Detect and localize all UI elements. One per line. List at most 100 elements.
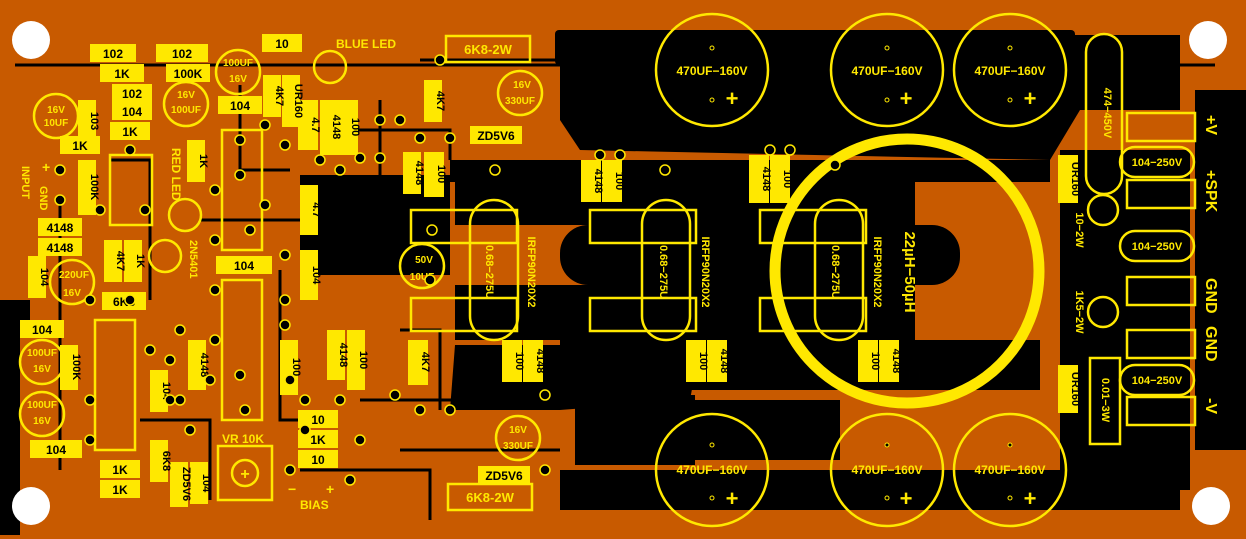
via-pad bbox=[174, 324, 186, 336]
vr-label: VR 10K bbox=[222, 432, 264, 446]
via-pad bbox=[209, 334, 221, 346]
via-pad bbox=[54, 164, 66, 176]
ic-lower bbox=[93, 318, 137, 452]
c10uf-left-v: 16V bbox=[47, 105, 65, 116]
r-103-label: 103 bbox=[88, 112, 100, 130]
via-pad bbox=[299, 424, 311, 436]
via-pad bbox=[594, 149, 606, 161]
mosfet-footprints bbox=[409, 198, 868, 342]
via-pad bbox=[84, 294, 96, 306]
r-6k8-2w-top-label: 6K8-2W bbox=[464, 42, 512, 57]
ur160-c-label: UR160 bbox=[1069, 372, 1081, 406]
r-4k7-a-label: 4K7 bbox=[114, 251, 126, 271]
via-pad bbox=[84, 394, 96, 406]
svg-text:+: + bbox=[1024, 86, 1037, 111]
via-pad bbox=[209, 234, 221, 246]
ur160-b-label: UR160 bbox=[1069, 162, 1081, 196]
r-4r7-b-label: 4.7 bbox=[310, 202, 322, 217]
c10uf-mid-v: 50V bbox=[415, 255, 433, 266]
ic-right bbox=[220, 278, 264, 422]
inductor-label: 22µH−50µH bbox=[901, 231, 918, 312]
q2-label: IRFP90N20X2 bbox=[699, 237, 711, 308]
via-pad bbox=[426, 224, 438, 236]
power-section bbox=[1084, 32, 1197, 446]
input-plus-label: + bbox=[42, 159, 50, 175]
r1k5-2w-label: 1K5−2W bbox=[1073, 290, 1085, 334]
c-104-d-label: 104 bbox=[32, 323, 52, 337]
c104-250-a bbox=[1118, 145, 1196, 179]
conn-plus-v: +V bbox=[1202, 115, 1219, 135]
c-104-e-label: 104 bbox=[46, 443, 66, 457]
d-4148-c-label: 4148 bbox=[330, 115, 342, 139]
conn-plus-spk: +SPK bbox=[1202, 170, 1219, 213]
svg-text:+: + bbox=[900, 86, 913, 111]
via-pad bbox=[164, 354, 176, 366]
bulk-cap-polarity: +++ +++ bbox=[726, 86, 1037, 511]
terminal-plus-v bbox=[1125, 111, 1197, 143]
q2-res-gate-label: 100 bbox=[781, 170, 793, 188]
vr-10k-knob bbox=[230, 458, 260, 488]
via-pad bbox=[784, 144, 796, 156]
bulk-capacitors bbox=[654, 12, 1068, 528]
via-pad bbox=[764, 144, 776, 156]
via-pad bbox=[354, 434, 366, 446]
inductor-ring bbox=[769, 133, 1045, 409]
c100uf-top bbox=[214, 48, 262, 96]
r-100k-c-label: 100K bbox=[70, 354, 82, 380]
q3-body bbox=[813, 198, 865, 342]
via-pad bbox=[259, 199, 271, 211]
via-pad bbox=[234, 134, 246, 146]
q3-top-pad bbox=[758, 208, 868, 245]
via-pad bbox=[84, 434, 96, 446]
r001-3w-body bbox=[1088, 356, 1122, 446]
q1-res-label: 0.68−275U bbox=[483, 245, 495, 299]
via-pad bbox=[659, 164, 671, 176]
via-pad bbox=[244, 224, 256, 236]
via-pad bbox=[434, 54, 446, 66]
svg-text:+: + bbox=[726, 486, 739, 511]
q1-res2-label: 100 bbox=[513, 352, 525, 370]
r-1k-c-label: 1K bbox=[72, 139, 88, 153]
ur160-a-label: UR160 bbox=[292, 84, 304, 118]
r-100k-a-label: 100K bbox=[174, 67, 203, 81]
via-pad bbox=[389, 389, 401, 401]
r-102-b-label: 102 bbox=[172, 47, 192, 61]
c10uf-mid bbox=[398, 242, 446, 290]
vr-plus-icon[interactable]: + bbox=[240, 466, 249, 483]
q1-body bbox=[468, 198, 520, 342]
via-pad bbox=[489, 164, 501, 176]
q2-diode-label: 4148 bbox=[760, 167, 772, 191]
c-104-f-label: 104 bbox=[200, 474, 212, 493]
via-pad bbox=[284, 464, 296, 476]
c100uf-a-c: 100UF bbox=[171, 105, 201, 116]
r-1k-g-label: 1K bbox=[112, 463, 128, 477]
conn-gnd-2: GND bbox=[1202, 326, 1219, 362]
c330-bot-v: 16V bbox=[509, 425, 527, 436]
conn-minus-v: -V bbox=[1202, 398, 1219, 414]
q3-bottom-pad bbox=[758, 296, 868, 333]
via-pad bbox=[144, 344, 156, 356]
bulk-cap-4 bbox=[654, 412, 770, 528]
via-pad bbox=[239, 404, 251, 416]
r-100-b-label: 100 bbox=[435, 165, 447, 183]
q2-body bbox=[640, 198, 692, 342]
via-pad bbox=[394, 114, 406, 126]
q3-res-label: 0.68−275U bbox=[829, 245, 841, 299]
via-pad bbox=[314, 154, 326, 166]
c-104-left-label: 104 bbox=[38, 268, 50, 287]
r10-2w-label: 10−2W bbox=[1073, 212, 1085, 248]
c-104-g-label: 104 bbox=[310, 266, 322, 285]
bulk-cap-2 bbox=[829, 12, 945, 128]
small-capacitors bbox=[18, 48, 544, 462]
via-pad bbox=[259, 119, 271, 131]
q1-res-gate-label: 100 bbox=[613, 172, 625, 190]
c220uf-v: 16V bbox=[63, 288, 81, 299]
mounting-hole-bottom-left bbox=[12, 487, 50, 525]
via-pad bbox=[209, 284, 221, 296]
blue-led-label: BLUE LED bbox=[336, 37, 396, 51]
r-6k8-2w-bot-label: 6K8-2W bbox=[466, 490, 514, 505]
r-6k8-b-label: 6K8 bbox=[160, 451, 172, 471]
r-1k-a-label: 1K bbox=[114, 67, 130, 81]
via-pad bbox=[279, 139, 291, 151]
